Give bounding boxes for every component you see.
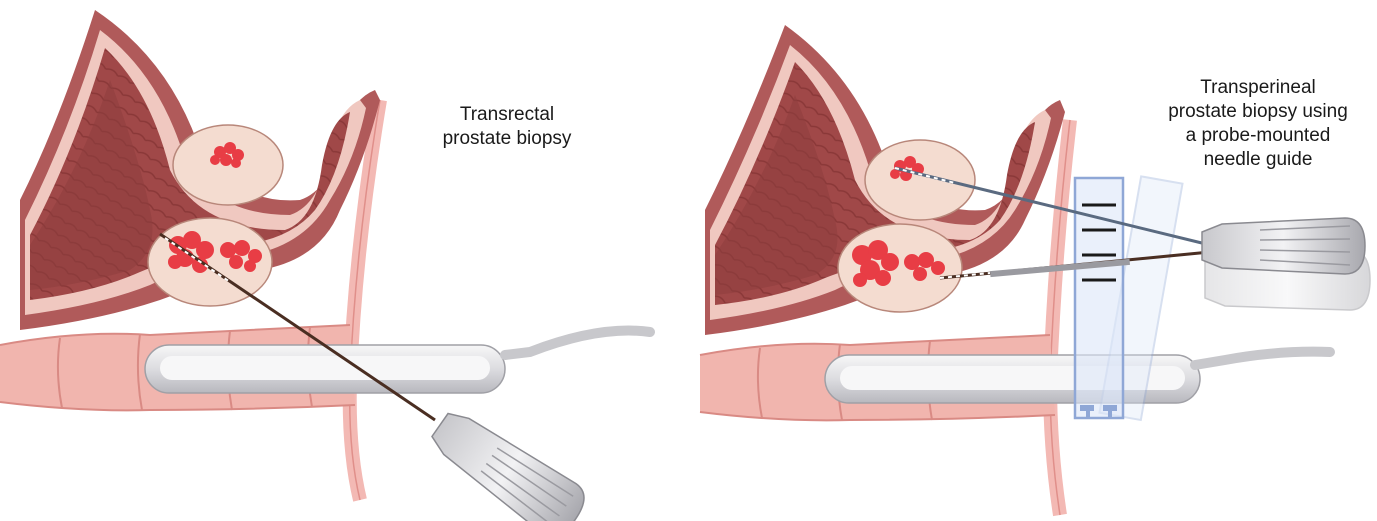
- label-line: prostate biopsy using: [1138, 100, 1377, 124]
- transperineal-label: Transperineal prostate biopsy using a pr…: [1138, 76, 1377, 172]
- biopsy-gun-icon: [423, 400, 593, 521]
- label-line: prostate biopsy: [402, 127, 612, 151]
- label-line: Transrectal: [402, 103, 612, 127]
- label-line: a probe-mounted: [1138, 124, 1377, 148]
- biopsy-gun-icon: [1202, 218, 1370, 310]
- transrectal-label: Transrectal prostate biopsy: [402, 103, 612, 151]
- label-line: needle guide: [1138, 148, 1377, 172]
- seminal-vesicle: [865, 140, 975, 220]
- label-line: Transperineal: [1138, 76, 1377, 100]
- transrectal-panel: [0, 10, 650, 521]
